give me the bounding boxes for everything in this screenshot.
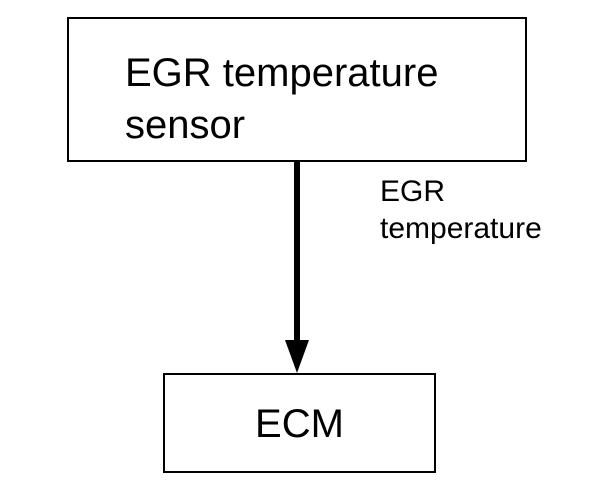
ecm-label: ECM [255,402,344,446]
signal-arrowhead [285,340,309,373]
ecm-box: ECM [163,373,436,473]
egr-temperature-signal-label: EGR temperature [380,175,542,245]
egr-temperature-sensor-label: EGR temperature sensor [125,51,439,147]
egr-temperature-sensor-box: EGR temperature sensor [67,17,527,162]
